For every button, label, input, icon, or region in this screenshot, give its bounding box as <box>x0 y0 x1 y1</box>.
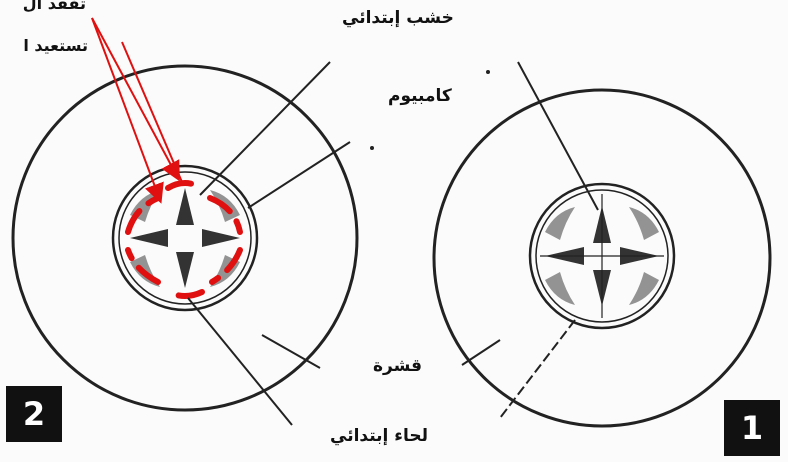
annotation-line-2: تستعيد ا <box>0 36 88 55</box>
section-badge-1: 1 <box>724 400 780 456</box>
label-cortex: قشرة <box>373 356 422 376</box>
phloem-patch <box>629 207 659 240</box>
xylem-arm <box>130 229 168 247</box>
outer-epidermis-2 <box>13 66 357 410</box>
xylem-arm <box>202 229 240 247</box>
label-cambium: كامبيوم <box>388 86 452 106</box>
section-badge-2: 2 <box>6 386 62 442</box>
pointer-line <box>188 298 292 425</box>
phloem-patch <box>629 272 659 305</box>
section-1 <box>370 62 770 426</box>
label-primary-phloem: لحاء إبتدائي <box>330 426 428 446</box>
pointer-line <box>248 142 350 208</box>
pointer-line <box>518 62 598 210</box>
red-arrow <box>92 18 178 178</box>
phloem-patch <box>545 207 575 240</box>
annotation-line-1: تفقد ال <box>0 0 86 13</box>
pointer-line <box>500 320 575 418</box>
phloem-patch <box>545 272 575 305</box>
pointer-line <box>262 335 320 368</box>
label-primary-xylem: خشب إبتدائي <box>342 8 454 28</box>
red-arrow <box>122 42 182 182</box>
section-2 <box>13 18 357 425</box>
pointer-line <box>462 340 500 365</box>
xylem-arm <box>176 188 194 225</box>
pointer-line <box>200 62 330 195</box>
xylem-arm <box>176 252 194 288</box>
